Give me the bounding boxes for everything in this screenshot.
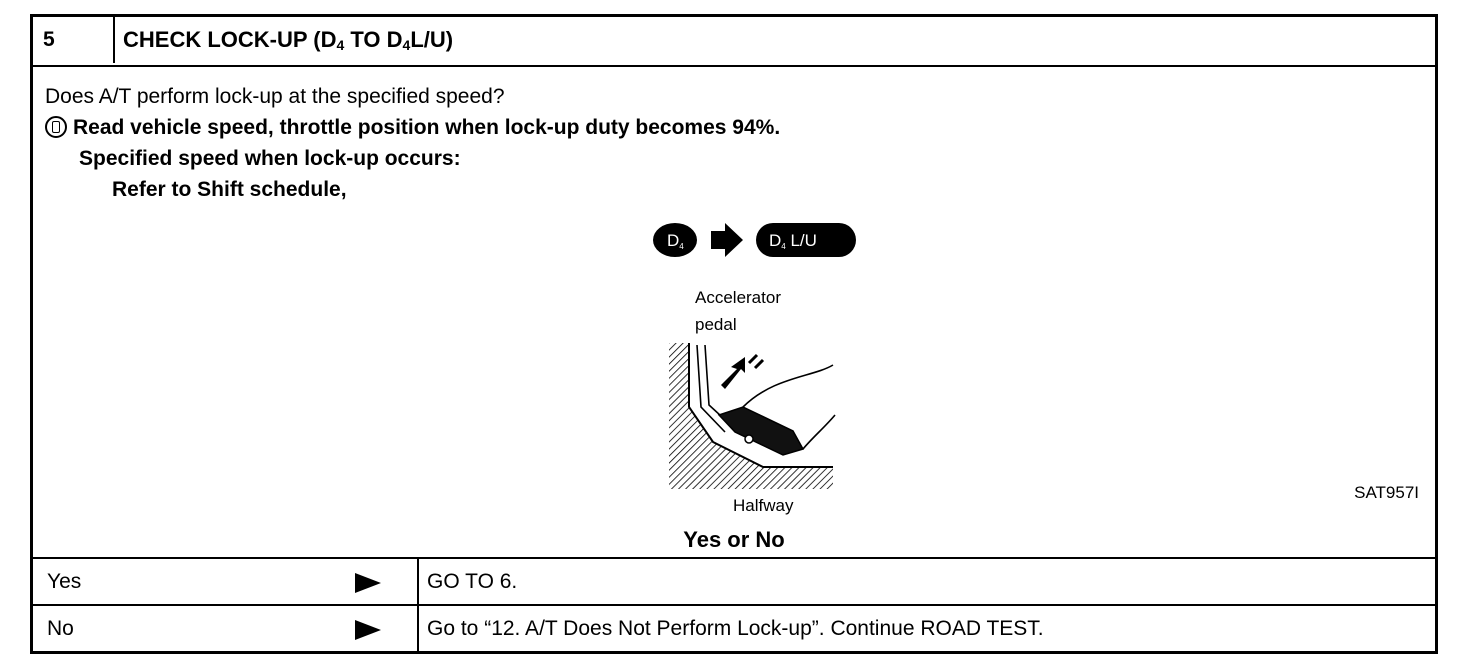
result-rows: Yes GO TO 6. No Go to “12. A/T Does Not … — [33, 557, 1435, 653]
consult-step-text: Read vehicle speed, throttle position wh… — [73, 116, 781, 139]
answer-label: No — [47, 617, 74, 640]
pedal-label-line1: Accelerator — [695, 288, 781, 307]
title-mid: TO D — [344, 27, 403, 52]
instruction-text: Does A/T perform lock-up at the specifie… — [45, 81, 780, 205]
result-row-no: No Go to “12. A/T Does Not Perform Lock-… — [33, 604, 1435, 653]
to-gear-label: D4 L/U — [769, 231, 817, 251]
step-header: 5 CHECK LOCK-UP (D4 TO D4L/U) — [33, 17, 1435, 67]
figure-code: SAT957I — [1354, 483, 1419, 502]
pedal-drawing — [669, 343, 836, 489]
from-gear-label: D4 — [667, 231, 684, 251]
from-gear-badge — [653, 223, 697, 257]
halfway-label: Halfway — [733, 496, 794, 515]
shift-arrow-icon — [711, 223, 743, 257]
step-number: 5 — [33, 17, 115, 63]
to-gear-badge — [756, 223, 856, 257]
action-text: GO TO 6. — [427, 570, 518, 593]
spec-value: Refer to Shift schedule, — [112, 178, 347, 201]
result-row-yes: Yes GO TO 6. — [33, 557, 1435, 606]
pedal-label-line2: pedal — [695, 315, 737, 334]
diagnostic-step-table: 5 CHECK LOCK-UP (D4 TO D4L/U) Does A/T p… — [30, 14, 1438, 654]
action-text: Go to “12. A/T Does Not Perform Lock-up”… — [427, 617, 1044, 640]
answer-label: Yes — [47, 570, 82, 593]
title-subscript-2: 4 — [402, 37, 411, 53]
spec-label: Specified speed when lock-up occurs: — [79, 147, 461, 170]
consult-step: Read vehicle speed, throttle position wh… — [45, 112, 780, 143]
play-arrow-icon — [355, 573, 381, 593]
column-divider — [417, 604, 419, 653]
consult-icon — [45, 116, 67, 138]
lockup-illustration: D4 D4 L/U Accelerator pedal Halfway — [653, 223, 856, 515]
question-text: Does A/T perform lock-up at the specifie… — [45, 85, 505, 108]
floor-hatching — [669, 343, 833, 489]
step-title: CHECK LOCK-UP (D4 TO D4L/U) — [123, 17, 453, 63]
column-divider — [417, 557, 419, 606]
title-suffix: L/U) — [410, 27, 454, 52]
press-arrow-icon — [721, 357, 745, 389]
gear-shift-indicator: D4 D4 L/U — [653, 223, 856, 257]
yes-or-no-prompt: Yes or No — [683, 527, 785, 552]
title-prefix: CHECK LOCK-UP (D — [123, 27, 337, 52]
title-subscript-1: 4 — [336, 37, 345, 53]
play-arrow-icon — [355, 620, 381, 640]
